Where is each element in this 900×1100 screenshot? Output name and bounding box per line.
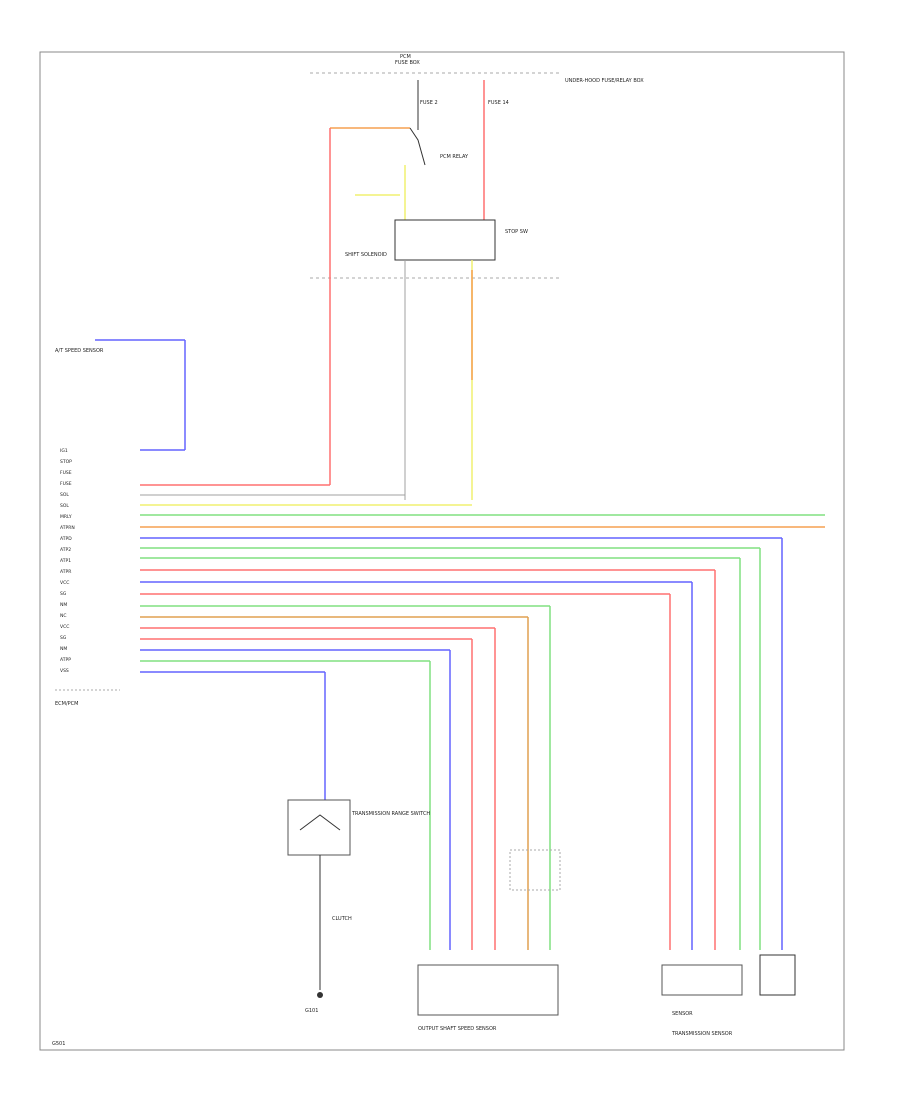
trans-range-switch-box bbox=[287, 799, 351, 856]
ecm-pin-label: VCC bbox=[60, 580, 69, 586]
fuse-box-title: PCM bbox=[400, 54, 411, 60]
output-speed-sensor-box bbox=[417, 964, 559, 1016]
ecm-pin-label: FUSE bbox=[60, 481, 72, 487]
ecm-pin-label: SG bbox=[60, 591, 67, 597]
ecm-pin-label: MRLY bbox=[60, 514, 72, 520]
ecm-pin-label: ATPD bbox=[60, 536, 72, 542]
sub-connector bbox=[509, 849, 561, 891]
right-sensor-unit bbox=[759, 954, 796, 996]
trans-range-switch-contact bbox=[299, 814, 341, 831]
ecm-pin-label: STOP bbox=[60, 459, 72, 465]
fuse-a-label: FUSE 2 bbox=[420, 100, 438, 106]
ecm-pin-label: VSS bbox=[60, 668, 69, 674]
ecm-pin-label: ATP1 bbox=[60, 558, 71, 564]
ground-label: G101 bbox=[305, 1008, 318, 1014]
ecm-pin-label: ATP2 bbox=[60, 547, 71, 553]
trans-range-label: TRANSMISSION RANGE SWITCH bbox=[351, 811, 430, 817]
right-sensor-label: SENSOR bbox=[672, 1011, 693, 1017]
ground-symbol bbox=[317, 992, 323, 998]
pcm-relay-label: PCM RELAY bbox=[440, 154, 469, 160]
diagram-frame bbox=[39, 51, 845, 1051]
brake-relay-label: STOP SW bbox=[505, 229, 528, 235]
fuse-b-label: FUSE 14 bbox=[488, 100, 509, 106]
ecm-pin-label: NM bbox=[60, 646, 67, 652]
relay-box bbox=[394, 219, 496, 261]
clutch-label: CLUTCH bbox=[332, 916, 352, 922]
fuse-box-note: UNDER-HOOD FUSE/RELAY BOX bbox=[565, 78, 644, 84]
bus-wires bbox=[140, 449, 825, 673]
ecm-pin-label: ATPR bbox=[60, 569, 71, 575]
ecm-pin-label: VCC bbox=[60, 624, 69, 630]
sensor-left-label: A/T SPEED SENSOR bbox=[55, 348, 104, 354]
right-sensor-title: TRANSMISSION SENSOR bbox=[671, 1031, 733, 1037]
ecm-pin-label: FUSE bbox=[60, 470, 72, 476]
ecm-pin-label: SG bbox=[60, 635, 67, 641]
ecm-pin-label: ATPRN bbox=[60, 525, 75, 531]
fuse-box-sub: FUSE BOX bbox=[395, 60, 420, 66]
shift-solenoid-label: SHIFT SOLENOID bbox=[345, 252, 387, 258]
ecm-pin-label: ATPP bbox=[60, 657, 71, 663]
ecm-pin-label: NC bbox=[60, 613, 67, 619]
ecm-label: ECM/PCM bbox=[55, 701, 78, 707]
drop-wires bbox=[324, 538, 783, 950]
footer-code: G501 bbox=[52, 1041, 65, 1047]
ecm-pin-label: NM bbox=[60, 602, 67, 608]
relay-switch bbox=[409, 127, 426, 166]
output-speed-label: OUTPUT SHAFT SPEED SENSOR bbox=[418, 1026, 497, 1032]
ecm-pin-label: SOL bbox=[60, 503, 69, 509]
right-sensor-box bbox=[661, 964, 743, 996]
ecm-pin-label: IG1 bbox=[60, 448, 68, 454]
ecm-pin-label: SOL bbox=[60, 492, 69, 498]
